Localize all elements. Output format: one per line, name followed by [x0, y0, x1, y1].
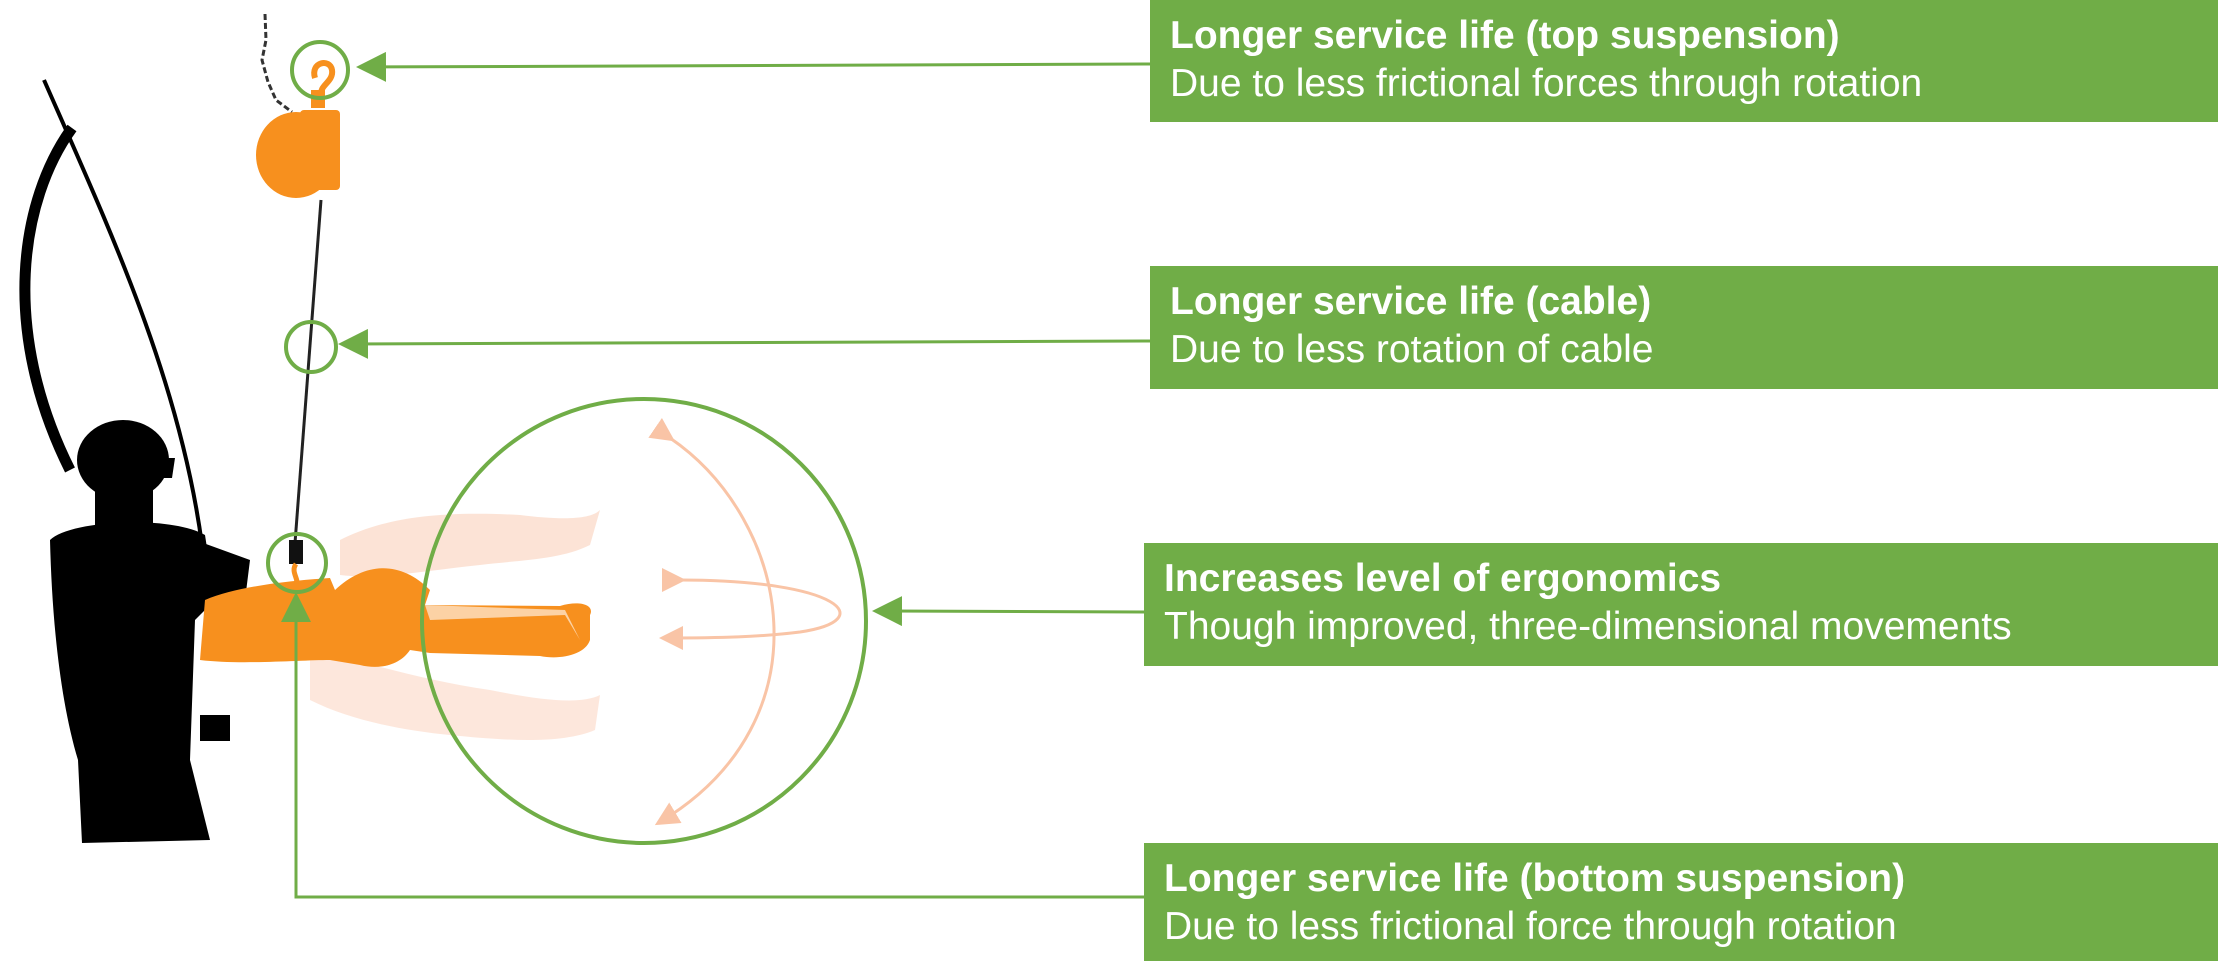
callout-title: Increases level of ergonomics — [1164, 557, 1722, 600]
bow-rod — [19, 124, 77, 473]
callout-description: Due to less frictional forces through ro… — [1170, 62, 1923, 105]
callout-description: Due to less rotation of cable — [1170, 328, 1654, 371]
leader-cable — [338, 328, 1151, 359]
bow-string — [42, 79, 204, 546]
leader-top-suspension — [356, 51, 1151, 82]
leader-ergonomics — [872, 596, 1145, 627]
rotation-arc-horizontal — [659, 567, 842, 650]
callout-description: Though improved, three-dimensional movem… — [1164, 605, 2012, 648]
motion-ghost-upper — [340, 510, 600, 577]
callout-title: Longer service life (top suspension) — [1170, 14, 1840, 57]
suspension-chain — [260, 13, 293, 114]
callout-top-suspension: Longer service life (top suspension) Due… — [1150, 0, 2218, 122]
highlight-cable — [284, 320, 338, 374]
callout-ergonomics: Increases level of ergonomics Though imp… — [1144, 543, 2218, 666]
spring-balancer-icon — [256, 60, 340, 198]
callout-cable: Longer service life (cable) Due to less … — [1150, 266, 2218, 389]
highlight-top-suspension — [290, 40, 350, 100]
leader-bottom-suspension — [281, 592, 1144, 899]
highlight-motion-range — [420, 397, 868, 845]
worker-silhouette-icon — [50, 420, 250, 843]
rotation-arc-vertical — [648, 417, 776, 826]
callout-title: Longer service life (cable) — [1170, 280, 1652, 323]
callout-title: Longer service life (bottom suspension) — [1164, 857, 1906, 900]
callout-bottom-suspension: Longer service life (bottom suspension) … — [1144, 843, 2218, 961]
motion-ghost-lower — [310, 650, 600, 740]
callout-description: Due to less frictional force through rot… — [1164, 905, 1897, 948]
